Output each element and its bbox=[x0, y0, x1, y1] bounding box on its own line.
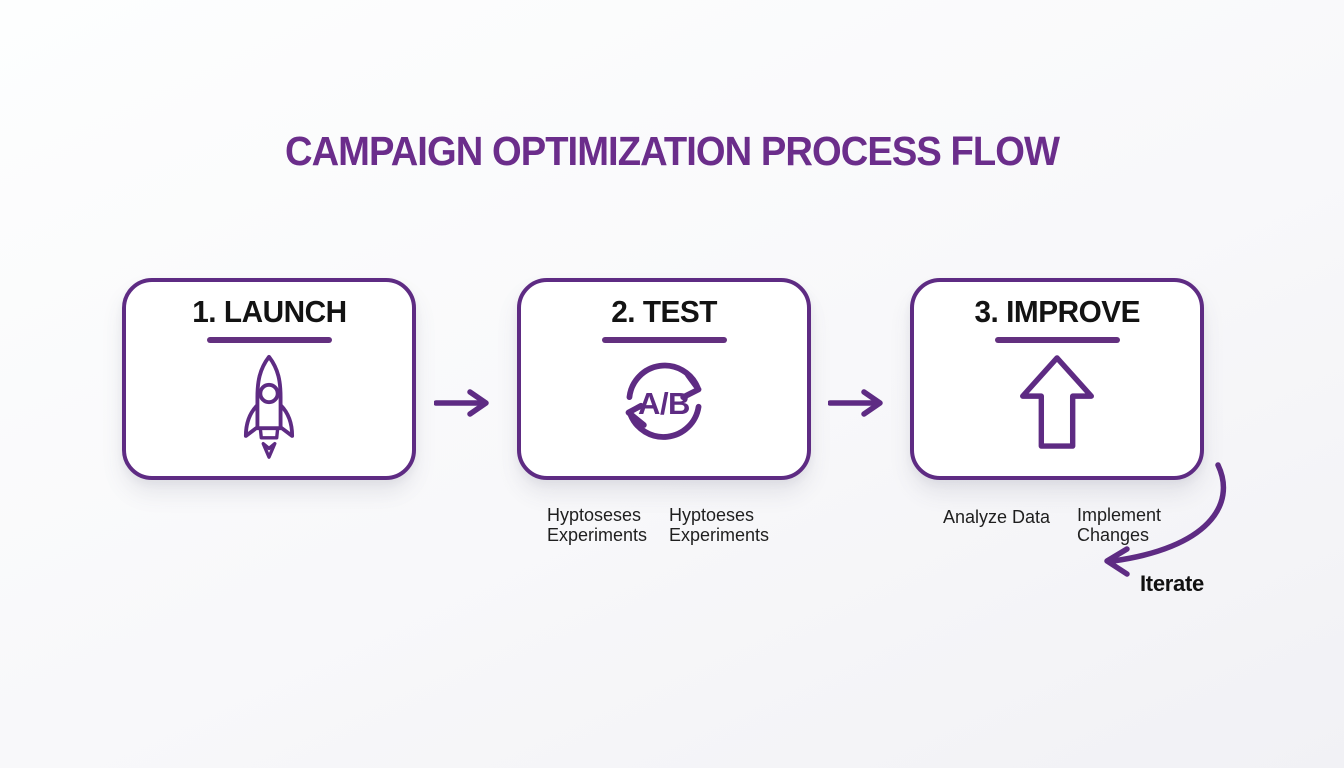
up-arrow-icon bbox=[1017, 353, 1097, 451]
test-label-hypotheses-2: Hyptoeses Experiments bbox=[669, 505, 770, 546]
step-box-launch: 1. LAUNCH bbox=[122, 278, 416, 480]
step-heading-improve: 3. IMPROVE bbox=[974, 294, 1140, 329]
heading-underline bbox=[601, 336, 727, 343]
iterate-label: Iterate bbox=[1140, 571, 1204, 596]
improve-label-analyze-data: Analyze Data bbox=[943, 507, 1051, 527]
iterate-curved-arrow-icon bbox=[1104, 462, 1227, 577]
improve-label-implement-changes: Implement Changes bbox=[1077, 505, 1162, 546]
ab-test-cycle-icon: A/B bbox=[613, 353, 715, 449]
step-heading-launch: 1. LAUNCH bbox=[191, 294, 347, 329]
right-arrow-icon bbox=[434, 389, 489, 417]
heading-underline bbox=[206, 336, 332, 343]
test-label-hypotheses-1: Hyptoseses Experiments bbox=[547, 505, 648, 546]
step-box-test: 2. TEST A/B bbox=[517, 278, 811, 480]
step-heading-test: 2. TEST bbox=[611, 294, 717, 329]
page-title: CAMPAIGN OPTIMIZATION PROCESS FLOW bbox=[284, 128, 1060, 174]
rocket-icon bbox=[237, 353, 301, 461]
ab-label: A/B bbox=[638, 386, 690, 422]
heading-underline bbox=[994, 336, 1120, 343]
step-box-improve: 3. IMPROVE bbox=[910, 278, 1204, 480]
right-arrow-icon bbox=[828, 389, 883, 417]
